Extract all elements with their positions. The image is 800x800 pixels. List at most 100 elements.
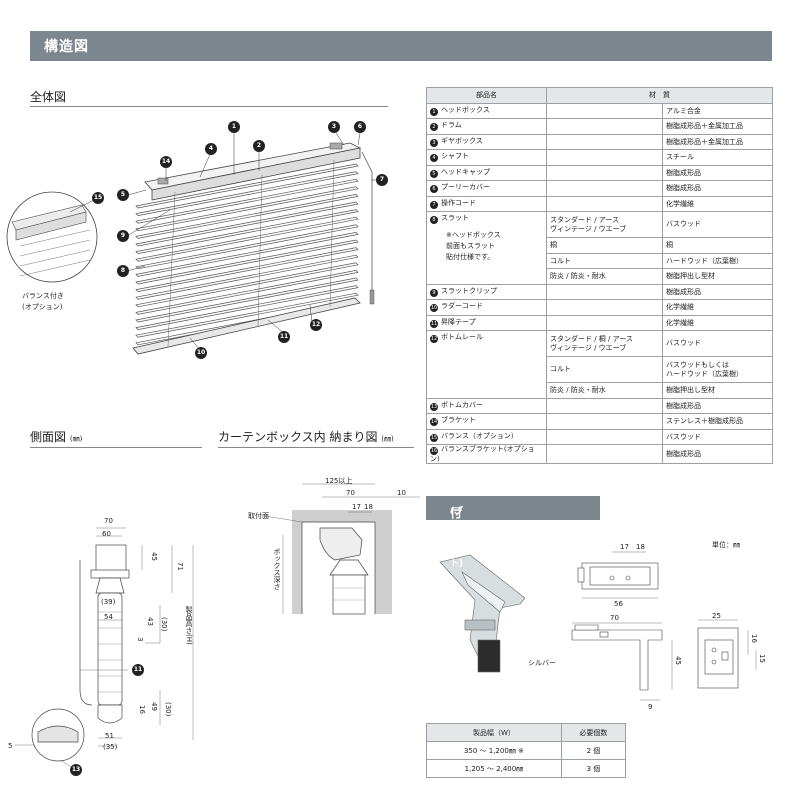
material-text: ハードウッド（広葉樹） bbox=[662, 252, 773, 269]
curtain-box-title-text: カーテンボックス内 納まり図 bbox=[218, 430, 378, 444]
callout-badge: 12 bbox=[310, 319, 322, 331]
part-number-badge: 9 bbox=[430, 288, 438, 297]
accessories-subtitle: (ブラケット) bbox=[450, 507, 464, 569]
table-row: 防炎 / 防炎・耐水 樹脂押出し型材 bbox=[427, 382, 773, 399]
part-number-badge: 11 bbox=[430, 319, 438, 328]
overall-rule bbox=[30, 106, 388, 107]
header-width: 製品幅（W） bbox=[426, 723, 562, 742]
part-name: シャフト bbox=[441, 152, 469, 161]
width-cell: 1,205 ～ 2,400㎜ bbox=[426, 759, 562, 778]
slat-shape bbox=[135, 171, 359, 216]
material-text: ステンレス＋樹脂成形品 bbox=[662, 413, 773, 430]
callout-badge: 1 bbox=[228, 121, 240, 133]
callout-badge: 3 bbox=[328, 121, 340, 133]
dim-label: 125以上 bbox=[325, 477, 353, 485]
slat-shape bbox=[135, 163, 359, 209]
accessories-title-text: 付属品 bbox=[450, 506, 463, 554]
variant-cell bbox=[546, 428, 663, 445]
callout-badge: 5 bbox=[117, 189, 129, 201]
dim-label: (39) bbox=[101, 598, 116, 606]
dim-label: 43 bbox=[146, 617, 154, 626]
material-text: 桐 bbox=[662, 237, 773, 254]
part-name: 操作コード bbox=[441, 198, 476, 207]
material-text: 樹脂成形品＋金属加工品 bbox=[662, 118, 773, 135]
curtain-box-rule bbox=[218, 447, 414, 448]
part-name: ラダーコード bbox=[441, 302, 483, 311]
dim-label: 70 bbox=[104, 517, 113, 525]
variant-cell bbox=[546, 133, 663, 150]
slat-shape bbox=[135, 247, 359, 292]
dim-label: 56 bbox=[614, 600, 623, 608]
material-text: 樹脂成形品 bbox=[662, 180, 773, 197]
side-view-title-text: 側面図 bbox=[30, 430, 67, 444]
callout-badge: 15 bbox=[92, 192, 104, 204]
variant-cell bbox=[546, 118, 663, 135]
slat-shape bbox=[135, 178, 359, 224]
material-text: バスウッド bbox=[662, 211, 773, 238]
dim-label: (30) bbox=[160, 617, 168, 632]
dim-label: 45 bbox=[674, 656, 682, 665]
variant-cell bbox=[546, 314, 663, 331]
dim-label: 71 bbox=[176, 562, 184, 571]
part-number-badge: 13 bbox=[430, 402, 438, 411]
dim-label: 25 bbox=[712, 612, 721, 620]
part-name: ヘッドキャップ bbox=[441, 167, 490, 176]
slat-note-line: ※ヘッドボックス bbox=[446, 231, 501, 239]
side-view-rule bbox=[30, 447, 202, 448]
variant-cell bbox=[546, 102, 663, 119]
part-number-badge: 3 bbox=[430, 138, 438, 147]
part-name: スラットクリップ bbox=[441, 286, 497, 295]
variant-text: ヴィンテージ / ウエーブ bbox=[550, 224, 627, 233]
dim-label: 54 bbox=[104, 613, 113, 621]
variant-text: ヴィンテージ / ウエーブ bbox=[550, 343, 627, 352]
part-number-badge: 12 bbox=[430, 335, 438, 343]
unit-label: 単位：㎜ bbox=[712, 541, 740, 549]
variant-text: スタンダード / アース bbox=[550, 216, 620, 225]
valance-label-1: バランス付き bbox=[22, 292, 64, 300]
callout-badge: 11 bbox=[278, 331, 290, 343]
part-number-badge: 10 bbox=[430, 304, 438, 313]
side-view-unit: (㎜) bbox=[69, 435, 83, 443]
material-text: アルミ合金 bbox=[662, 102, 773, 119]
callout-badge: 4 bbox=[205, 143, 217, 155]
dim-label: 70 bbox=[610, 614, 619, 622]
table-row: コルト バスウッドもしくはハードウッド（広葉樹） bbox=[427, 356, 773, 383]
part-name: プーリーカバー bbox=[441, 183, 490, 192]
variant-cell bbox=[546, 443, 663, 465]
callout-badge: 7 bbox=[376, 174, 388, 186]
material-text: ハードウッド（広葉樹） bbox=[666, 369, 743, 378]
variant-text: スタンダード / 桐 / アース bbox=[550, 335, 633, 344]
dim-label: 45 bbox=[150, 552, 158, 561]
slat-shape bbox=[135, 292, 359, 338]
color-label: シルバー bbox=[528, 659, 556, 667]
material-text: 樹脂成形品 bbox=[662, 283, 773, 300]
slat-shape bbox=[135, 270, 359, 315]
header-material: 材 質 bbox=[546, 87, 773, 104]
valance-label-2: (オプション) bbox=[22, 303, 63, 311]
slat-note-line: 前面もスラット bbox=[446, 242, 495, 251]
part-number-badge: 8 bbox=[430, 216, 438, 224]
variant-cell bbox=[546, 299, 663, 316]
variant-text: 防炎 / 防炎・耐水 bbox=[546, 382, 663, 399]
callout-badge: 14 bbox=[160, 156, 172, 168]
table-row: 1,205 ～ 2,400㎜ 3 個 bbox=[426, 759, 627, 778]
dim-label: 3 bbox=[136, 637, 144, 642]
slat-note-line: 貼付仕様です。 bbox=[446, 253, 495, 262]
part-name: 昇降テープ bbox=[441, 317, 476, 326]
callout-badge: 2 bbox=[253, 140, 265, 152]
dim-label: (30) bbox=[164, 702, 172, 717]
width-cell: 350 ～ 1,200㎜ ※ bbox=[426, 741, 562, 760]
dim-label: 70 bbox=[346, 489, 355, 497]
dim-label: 49 bbox=[150, 702, 158, 711]
dim-label: 10 bbox=[397, 489, 406, 497]
variant-text: 桐 bbox=[546, 237, 663, 254]
slat-shape bbox=[135, 285, 359, 330]
slat-shape bbox=[135, 232, 359, 277]
